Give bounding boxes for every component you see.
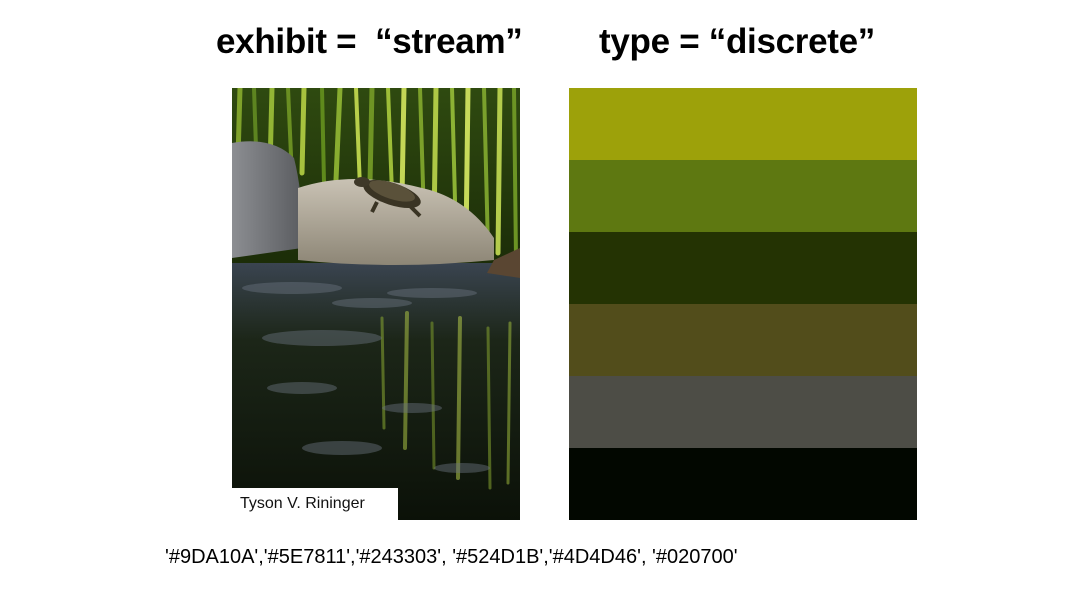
hex-codes: '#9DA10A','#5E7811','#243303', '#524D1B'… <box>165 546 738 568</box>
palette-swatch-4 <box>569 304 917 376</box>
palette-swatch-5 <box>569 376 917 448</box>
discrete-palette <box>569 88 917 520</box>
turtle-stream-image <box>232 88 520 520</box>
palette-swatch-3 <box>569 232 917 304</box>
photo-credit: Tyson V. Rininger <box>232 488 398 520</box>
palette-swatch-2 <box>569 160 917 232</box>
turtle <box>354 177 422 218</box>
palette-swatch-6 <box>569 448 917 520</box>
palette-swatch-1 <box>569 88 917 160</box>
stream-photo: Tyson V. Rininger <box>232 88 520 520</box>
exhibit-heading: exhibit = “stream” <box>216 22 523 61</box>
type-heading: type = “discrete” <box>599 22 875 61</box>
